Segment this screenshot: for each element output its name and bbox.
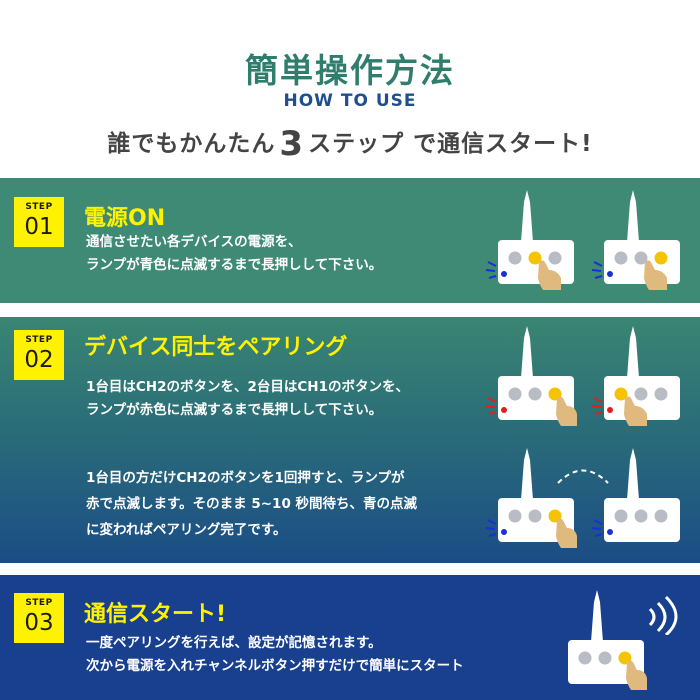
page-subtitle: HOW TO USE [283,91,417,111]
pairing-arc-icon [557,469,609,484]
device-icon [591,190,680,290]
device-icon [591,326,680,426]
step-3-title: 通信スタート! [84,602,227,627]
step-2-badge-number: 02 [24,347,54,373]
page-title: 簡単操作方法 [245,51,455,90]
device-icon [485,448,577,548]
step-1-text-line-1: 通信させたい各デバイスの電源を、 [86,234,302,250]
step-3-badge-label: STEP [25,598,53,608]
step-1-section [0,178,700,303]
step-2-title: デバイス同士をペアリング [84,335,348,360]
tagline-pre: 誰でもかんたん [107,131,276,157]
step-2-text-a-line-1: 1台目はCH2のボタンを、2台目はCH1のボタンを、 [86,379,409,395]
step-1-text-line-2: ランプが青色に点滅するまで長押しして下さい。 [86,257,383,273]
step-1-badge-label: STEP [25,202,53,212]
step-1-title: 電源ON [84,206,166,231]
step-2-text-b-line-3: に変わればペアリング完了です。 [86,522,287,538]
step-3-badge: STEP 03 [14,593,64,643]
step-2-badge: STEP 02 [14,330,64,380]
device-icon [591,448,680,542]
step-2-text-a-line-2: ランプが赤色に点滅するまで長押しして下さい。 [86,402,383,418]
tagline-number: 3 [279,124,305,164]
step-3-text-line-2: 次から電源を入れチャンネルボタン押すだけで簡単にスタート [86,658,464,674]
step-3-badge-number: 03 [24,610,54,636]
device-icon [485,326,577,426]
tagline-post: ステップ で通信スタート! [308,131,593,157]
step-2-text-b-line-1: 1台目の方だけCH2のボタンを1回押すと、ランプが [86,470,405,486]
step-3-text-line-1: 一度ペアリングを行えば、設定が記憶されます。 [86,635,382,651]
signal-waves-icon [648,595,678,635]
step-2-badge-label: STEP [25,335,53,345]
step-2-text-b-line-2: 赤で点滅します。そのまま 5~10 秒間待ち、青の点滅 [86,496,418,512]
device-icon [568,590,647,690]
step-1-badge-number: 01 [24,214,54,240]
device-icon [485,190,574,290]
step-2-section [0,317,700,563]
step-1-badge: STEP 01 [14,197,64,247]
